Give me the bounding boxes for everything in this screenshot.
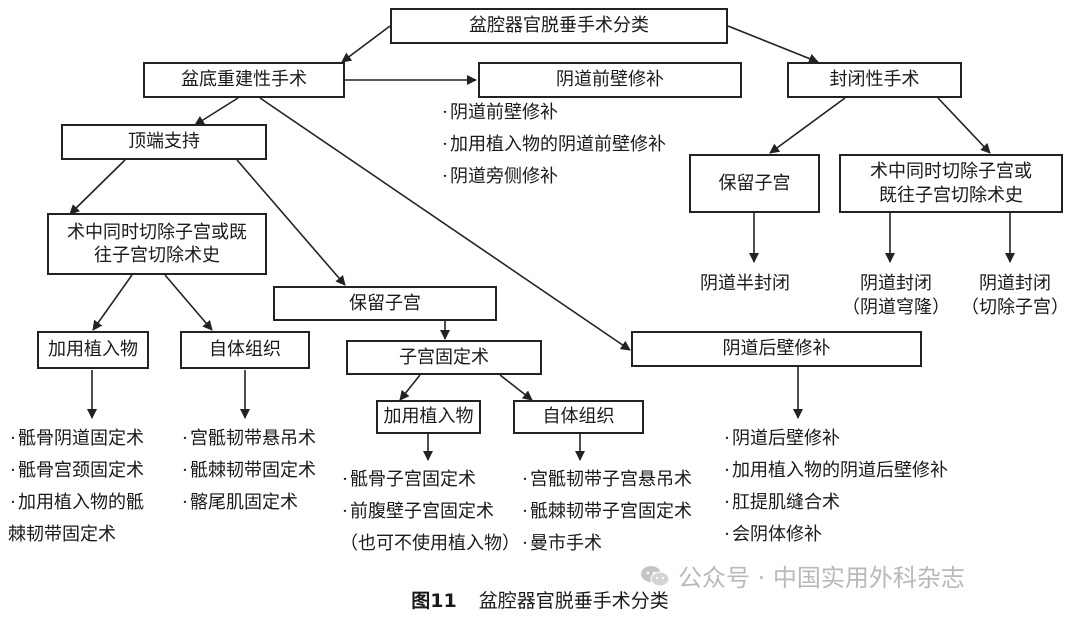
arrow-closure-preserve — [769, 97, 846, 154]
outcome-closure-vault-line2: （阴道穹隆） — [842, 297, 950, 318]
arrow-hystleft-implant — [92, 274, 133, 331]
figure-title: 盆腔器官脱垂手术分类 — [478, 590, 669, 612]
figure-caption: 图11 盆腔器官脱垂手术分类 — [0, 586, 1080, 613]
wechat-icon — [641, 565, 670, 586]
outcome-closure-uterus: 阴道封闭 （切除子宫） — [955, 272, 1075, 320]
node-autologous-left: 自体组织 — [180, 331, 310, 369]
arrow-closure-hyst — [937, 97, 991, 154]
list-autologous-left: ·宫骶韧带悬吊术 ·骶棘韧带固定术 ·髂尾肌固定术 — [180, 423, 316, 519]
list-implant-left: ·骶骨阴道固定术 ·骶骨宫颈固定术 ·加用植入物的骶 棘韧带固定术 — [8, 423, 144, 551]
arrow-hystleft-auto — [164, 274, 213, 331]
figure-number: 图11 — [411, 590, 457, 612]
outcome-closure-vault: 阴道封闭 （阴道穹隆） — [836, 272, 956, 320]
watermark-text: 公众号 · 中国实用外科杂志 — [678, 564, 965, 592]
list-item: ·骶骨阴道固定术 — [10, 428, 144, 449]
node-posterior-repair: 阴道后壁修补 — [631, 331, 922, 367]
list-item: ·加用植入物的阴道后壁修补 — [724, 460, 948, 481]
list-implant-mid: ·骶骨子宫固定术 ·前腹壁子宫固定术 （也可不使用植入物） — [340, 464, 520, 560]
node-hysterectomy-right: 术中同时切除子宫或既往子宫切除术史 — [839, 154, 1063, 213]
node-implant-left: 加用植入物 — [37, 331, 149, 369]
outcome-partial-closure: 阴道半封闭 — [700, 273, 790, 294]
arrow-root-floor — [341, 25, 391, 63]
list-item: ·会阴体修补 — [724, 524, 822, 545]
list-item: ·阴道后壁修补 — [724, 428, 840, 449]
arrow-floor-posterior — [259, 97, 631, 351]
arrow-floor-apical — [194, 97, 239, 126]
outcome-closure-uterus-line2: （切除子宫） — [961, 297, 1069, 318]
node-root: 盆腔器官脱垂手术分类 — [390, 8, 728, 44]
list-item: 棘韧带固定术 — [8, 524, 116, 545]
arrow-apical-hystleft — [69, 159, 126, 215]
list-item: ·宫骶韧带子宫悬吊术 — [522, 469, 692, 490]
arrow-root-closure — [727, 25, 819, 64]
outcome-closure-vault-line1: 阴道封闭 — [860, 273, 932, 294]
list-anterior: ·阴道前壁修补 ·加用植入物的阴道前壁修补 ·阴道旁侧修补 — [440, 97, 666, 193]
list-item: ·阴道旁侧修补 — [442, 166, 558, 187]
node-hysterectomy-left: 术中同时切除子宫或既往子宫切除术史 — [47, 213, 267, 275]
list-posterior: ·阴道后壁修补 ·加用植入物的阴道后壁修补 ·肛提肌缝合术 ·会阴体修补 — [722, 423, 948, 551]
list-item: ·加用植入物的骶 — [10, 492, 144, 513]
list-item: （也可不使用植入物） — [340, 533, 520, 554]
list-item: ·肛提肌缝合术 — [724, 492, 840, 513]
outcome-closure-uterus-line1: 阴道封闭 — [979, 273, 1051, 294]
node-preserve-uterus-right: 保留子宫 — [689, 154, 820, 213]
arrow-fixation-implant — [399, 374, 421, 401]
node-autologous-mid: 自体组织 — [513, 400, 644, 434]
list-autologous-mid: ·宫骶韧带子宫悬吊术 ·骶棘韧带子宫固定术 ·曼市手术 — [520, 464, 692, 560]
list-item: ·宫骶韧带悬吊术 — [182, 428, 316, 449]
node-preserve-uterus-mid: 保留子宫 — [273, 286, 497, 321]
node-apical-support: 顶端支持 — [61, 124, 267, 160]
node-uterine-fixation: 子宫固定术 — [346, 340, 542, 375]
arrow-fixation-auto — [499, 374, 533, 401]
arrow-apical-preservemid — [236, 159, 346, 286]
list-item: ·骶骨子宫固定术 — [342, 469, 476, 490]
node-implant-mid: 加用植入物 — [376, 400, 481, 434]
node-floor-reconstruction: 盆底重建性手术 — [143, 62, 345, 98]
node-closure-surgery: 封闭性手术 — [787, 62, 962, 98]
list-item: ·前腹壁子宫固定术 — [342, 501, 494, 522]
list-item: ·髂尾肌固定术 — [182, 492, 298, 513]
watermark: 公众号 · 中国实用外科杂志 — [640, 558, 965, 593]
list-item: ·曼市手术 — [522, 533, 602, 554]
list-item: ·骶骨宫颈固定术 — [10, 460, 144, 481]
list-item: ·加用植入物的阴道前壁修补 — [442, 134, 666, 155]
list-item: ·阴道前壁修补 — [442, 102, 558, 123]
list-item: ·骶棘韧带固定术 — [182, 460, 316, 481]
node-anterior-repair: 阴道前壁修补 — [478, 62, 742, 98]
list-item: ·骶棘韧带子宫固定术 — [522, 501, 692, 522]
